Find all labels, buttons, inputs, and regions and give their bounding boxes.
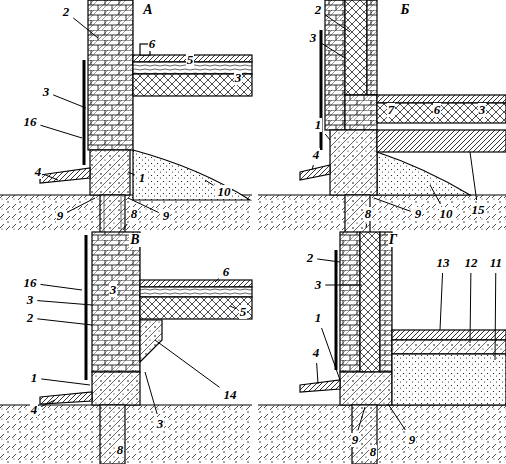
leader-line — [123, 224, 127, 230]
callout-number: 4 — [34, 165, 43, 179]
callout-number: 9 — [351, 433, 360, 447]
leader-line — [53, 95, 86, 108]
callout-number: 8 — [364, 207, 373, 221]
panel-letter: А — [142, 3, 153, 17]
callout-number: 2 — [306, 251, 315, 265]
leader-line — [366, 224, 368, 228]
callout-number: 3 — [109, 283, 118, 297]
callout-number: 4 — [312, 148, 321, 162]
leader-line — [322, 328, 340, 380]
callout-number: 2 — [314, 3, 323, 17]
callout-number: 5 — [239, 305, 248, 319]
callout-number: 10 — [439, 207, 454, 221]
callout-number: 3 — [26, 293, 35, 307]
callout-number: 9 — [56, 209, 65, 223]
leader-line — [37, 301, 92, 305]
leader-line — [37, 319, 92, 325]
leader-line — [374, 198, 411, 211]
callout-number: 3 — [314, 278, 323, 292]
callout-number: 3 — [478, 103, 487, 117]
callout-number: 8 — [369, 445, 378, 459]
leader-line — [205, 180, 214, 185]
leader-line — [41, 400, 55, 407]
leader-line — [128, 172, 135, 175]
leader-line — [45, 175, 58, 180]
callout-number: 6 — [148, 37, 157, 51]
callout-number: 2 — [62, 5, 71, 19]
leader-line — [440, 273, 443, 330]
callout-number: 16 — [23, 115, 38, 129]
callout-number: 6 — [222, 265, 231, 279]
leader-line — [73, 18, 98, 38]
callout-number: 11 — [489, 256, 503, 270]
leader-line — [470, 273, 472, 343]
callout-number: 4 — [312, 346, 321, 360]
leader-line — [67, 198, 95, 212]
callout-number: 4 — [30, 403, 39, 417]
callout-number: 5 — [186, 53, 195, 67]
leader-line — [320, 43, 345, 58]
callout-number: 1 — [314, 118, 323, 132]
callout-number: 14 — [223, 388, 238, 402]
callout-number: 9 — [414, 207, 423, 221]
callout-number: 3 — [42, 85, 51, 99]
leader-line — [317, 259, 340, 262]
leader-line — [215, 279, 219, 282]
leader-line — [325, 134, 330, 140]
leader-line — [495, 273, 497, 360]
callout-number: 9 — [408, 433, 417, 447]
callout-number: 10 — [217, 185, 232, 199]
callout-number: 1 — [138, 171, 147, 185]
leader-line — [358, 407, 365, 430]
panel-letter: В — [129, 233, 140, 247]
leader-line — [325, 15, 350, 32]
leader-line — [470, 152, 477, 200]
callout-number: 12 — [464, 256, 479, 270]
leader-line — [388, 404, 405, 430]
panel-letter: Б — [400, 3, 411, 17]
callout-number: 2 — [26, 311, 35, 325]
leader-line — [145, 372, 157, 414]
leader-line — [230, 306, 236, 309]
leader-line — [317, 363, 318, 384]
leader-line — [155, 340, 220, 387]
callout-number: 1 — [30, 371, 39, 385]
leader-line — [312, 165, 313, 170]
callout-number: 8 — [130, 207, 139, 221]
leader-line — [325, 285, 362, 286]
callout-number: 8 — [116, 443, 125, 457]
panel-letter: Г — [388, 233, 398, 247]
callout-number: 6 — [433, 103, 442, 117]
callout-number: 3 — [156, 417, 165, 431]
callout-number: 16 — [23, 276, 38, 290]
leader-line — [41, 125, 83, 138]
leader-line — [430, 185, 440, 204]
callout-number: 9 — [162, 209, 171, 223]
callout-number: 3 — [309, 31, 318, 45]
callout-number: 7 — [387, 103, 396, 117]
leader-line — [41, 379, 90, 385]
callout-number: 15 — [471, 203, 486, 217]
leader-line — [41, 284, 83, 290]
callout-number: 13 — [436, 256, 451, 270]
callout-number: 1 — [314, 311, 323, 325]
callout-number: 3 — [234, 71, 243, 85]
